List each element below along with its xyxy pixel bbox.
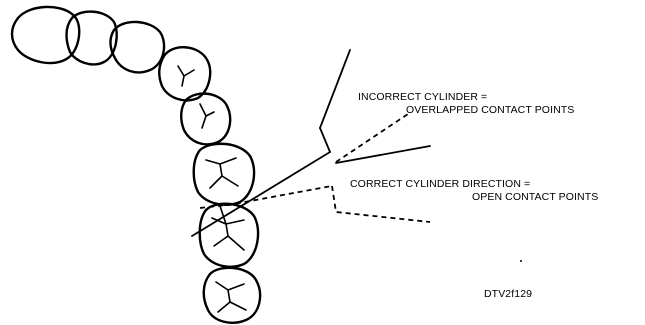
figure-id: DTV2f129	[484, 288, 533, 300]
correct-label-line1: CORRECT CYLINDER DIRECTION =	[350, 178, 531, 190]
incorrect-cylinder	[191, 49, 431, 237]
tooth-7	[198, 202, 260, 268]
incorrect-label-line2: OVERLAPPED CONTACT POINTS	[406, 104, 575, 116]
tooth-5	[180, 92, 232, 146]
correct-cylinder-label: CORRECT CYLINDER DIRECTION = OPEN CONTAC…	[350, 178, 598, 204]
tooth-6	[192, 142, 256, 206]
tooth-1	[10, 5, 81, 65]
tooth-2	[65, 10, 118, 66]
tooth-grooves	[177, 65, 247, 313]
tooth-8	[202, 266, 262, 324]
tooth-3	[109, 20, 166, 74]
tooth-4	[158, 46, 212, 102]
small-dot	[520, 260, 522, 262]
incorrect-cylinder-label: INCORRECT CYLINDER = OVERLAPPED CONTACT …	[358, 91, 574, 117]
teeth-arch	[10, 5, 262, 324]
correct-cylinder	[199, 113, 431, 223]
incorrect-label-line1: INCORRECT CYLINDER =	[358, 91, 488, 103]
correct-label-line2: OPEN CONTACT POINTS	[472, 191, 599, 203]
